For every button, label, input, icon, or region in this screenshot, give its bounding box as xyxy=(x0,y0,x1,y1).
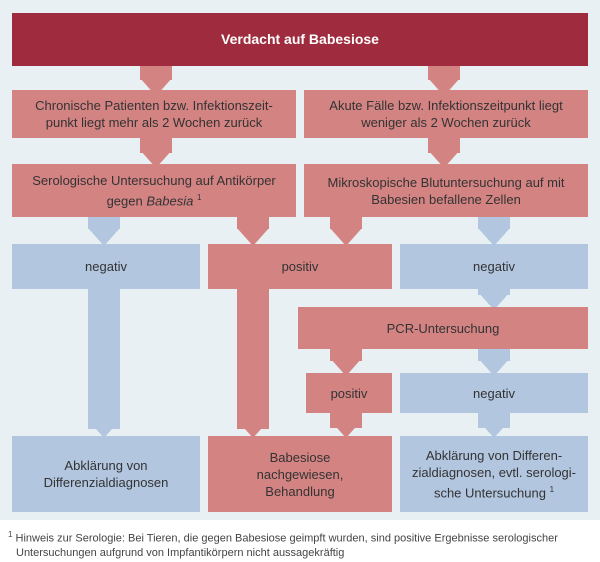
outcome-center-line3: Behandlung xyxy=(265,483,335,499)
serology-line2: gegen Babesia 1 xyxy=(32,189,276,209)
serology-line1: Serologische Untersuchung auf Antikörper xyxy=(32,172,276,188)
outcome-center-line2: nachgewiesen, xyxy=(256,466,344,482)
result-positive-center: positiv xyxy=(208,244,392,289)
connector-serology-positive xyxy=(237,217,269,229)
case-chronic-line1: Chronische Patienten bzw. Infektionszeit… xyxy=(35,98,273,113)
arrow-negative-left-outcome xyxy=(88,420,120,438)
pcr-positive-label: positiv xyxy=(330,385,368,401)
case-acute-text: Akute Fälle bzw. Infektionszeitpunkt lie… xyxy=(329,97,562,131)
outcome-left: Abklärung von Differenzialdiagnosen xyxy=(12,436,200,512)
case-box-chronic: Chronische Patienten bzw. Infektionszeit… xyxy=(12,90,296,138)
result-negative-left: negativ xyxy=(12,244,200,289)
arrow-serology-negative xyxy=(88,228,120,246)
footnote-line1: Hinweis zur Serologie: Bei Tieren, die g… xyxy=(15,532,558,545)
pcr-positive-box: positiv xyxy=(306,373,392,413)
serology-pathogen: Babesia xyxy=(146,193,194,209)
case-acute-line2: weniger als 2 Wochen zurück xyxy=(361,115,531,130)
case-chronic-text: Chronische Patienten bzw. Infektionszeit… xyxy=(35,97,273,131)
connector-microscopy-positive xyxy=(330,217,362,229)
negative-right-label: negativ xyxy=(473,259,515,274)
outcome-right-line2: zialdiagnosen, evtl. serologi- xyxy=(411,464,577,480)
arrow-pcr-positive xyxy=(330,358,362,376)
arrow-pcr-positive-outcome xyxy=(330,420,362,438)
footnote-line1-wrap: 1 Hinweis zur Serologie: Bei Tieren, die… xyxy=(8,528,592,546)
microscopy-line2: Babesien befallene Zellen xyxy=(371,191,521,207)
flowchart: Verdacht auf Babesiose Chronische Patien… xyxy=(0,0,600,520)
outcome-left-line2: Differenzialdiagnosen xyxy=(43,475,169,490)
arrow-case-left xyxy=(140,150,172,168)
serology-footnote-mark: 1 xyxy=(196,192,202,202)
connector-positive-down xyxy=(237,289,269,429)
arrow-positive-outcome xyxy=(237,420,269,438)
arrow-microscopy-positive xyxy=(330,228,362,246)
connector-header-left xyxy=(140,65,172,80)
connector-negative-left-down xyxy=(88,289,120,429)
outcome-center-line1: Babesiose xyxy=(269,449,331,465)
result-negative-right: negativ xyxy=(400,244,588,289)
connector-case-left xyxy=(140,138,172,153)
outcome-center-text: Babesiose nachgewiesen, Behandlung xyxy=(257,449,344,500)
arrow-negative-right-pcr xyxy=(478,292,510,310)
serology-text: Serologische Untersuchung auf Antikörper… xyxy=(32,172,276,209)
outcome-right-line3-wrap: sche Untersuchung 1 xyxy=(412,481,576,501)
outcome-right-footnote-mark: 1 xyxy=(549,484,555,494)
arrow-case-right xyxy=(428,150,460,168)
connector-serology-negative xyxy=(88,217,120,229)
arrow-microscopy-negative xyxy=(478,228,510,246)
outcome-right: Abklärung von Differen- zialdiagnosen, e… xyxy=(400,436,588,512)
connector-header-right xyxy=(428,65,460,80)
outcome-right-line3: sche Untersuchung xyxy=(433,485,546,501)
connector-case-right xyxy=(428,138,460,153)
header-suspicion: Verdacht auf Babesiose xyxy=(12,13,588,66)
microscopy-line1: Mikroskopische Blutuntersuchung auf mit xyxy=(327,174,565,190)
positive-center-label: positiv xyxy=(281,259,319,274)
case-box-acute: Akute Fälle bzw. Infektionszeitpunkt lie… xyxy=(304,90,588,138)
case-acute-line1: Akute Fälle bzw. Infektionszeitpunkt lie… xyxy=(329,98,563,113)
arrow-serology-positive xyxy=(237,228,269,246)
arrow-pcr-negative-outcome xyxy=(478,420,510,438)
footnote: 1 Hinweis zur Serologie: Bei Tieren, die… xyxy=(8,528,592,560)
test-box-serology: Serologische Untersuchung auf Antikörper… xyxy=(12,164,296,217)
pcr-negative-box: negativ xyxy=(400,373,588,413)
footnote-mark: 1 xyxy=(8,530,13,539)
header-title: Verdacht auf Babesiose xyxy=(221,31,379,47)
microscopy-text: Mikroskopische Blutuntersuchung auf mit … xyxy=(327,174,564,208)
arrow-pcr-negative xyxy=(478,358,510,376)
outcome-right-text: Abklärung von Differen- zialdiagnosen, e… xyxy=(412,447,576,501)
serology-line2-prefix: gegen xyxy=(106,193,147,209)
outcome-right-line1: Abklärung von Differen- xyxy=(425,447,563,463)
negative-left-label: negativ xyxy=(85,259,127,274)
connector-microscopy-negative xyxy=(478,217,510,229)
pcr-negative-label: negativ xyxy=(473,385,515,401)
outcome-left-text: Abklärung von Differenzialdiagnosen xyxy=(44,457,169,491)
case-chronic-line2: punkt liegt mehr als 2 Wochen zurück xyxy=(45,115,263,130)
footnote-line2: Untersuchungen aufgrund von Impfantikörp… xyxy=(16,546,345,559)
outcome-center: Babesiose nachgewiesen, Behandlung xyxy=(208,436,392,512)
outcome-left-line1: Abklärung von xyxy=(64,458,148,473)
test-box-microscopy: Mikroskopische Blutuntersuchung auf mit … xyxy=(304,164,588,217)
pcr-box: PCR-Untersuchung xyxy=(298,307,588,349)
pcr-label: PCR-Untersuchung xyxy=(386,320,500,336)
